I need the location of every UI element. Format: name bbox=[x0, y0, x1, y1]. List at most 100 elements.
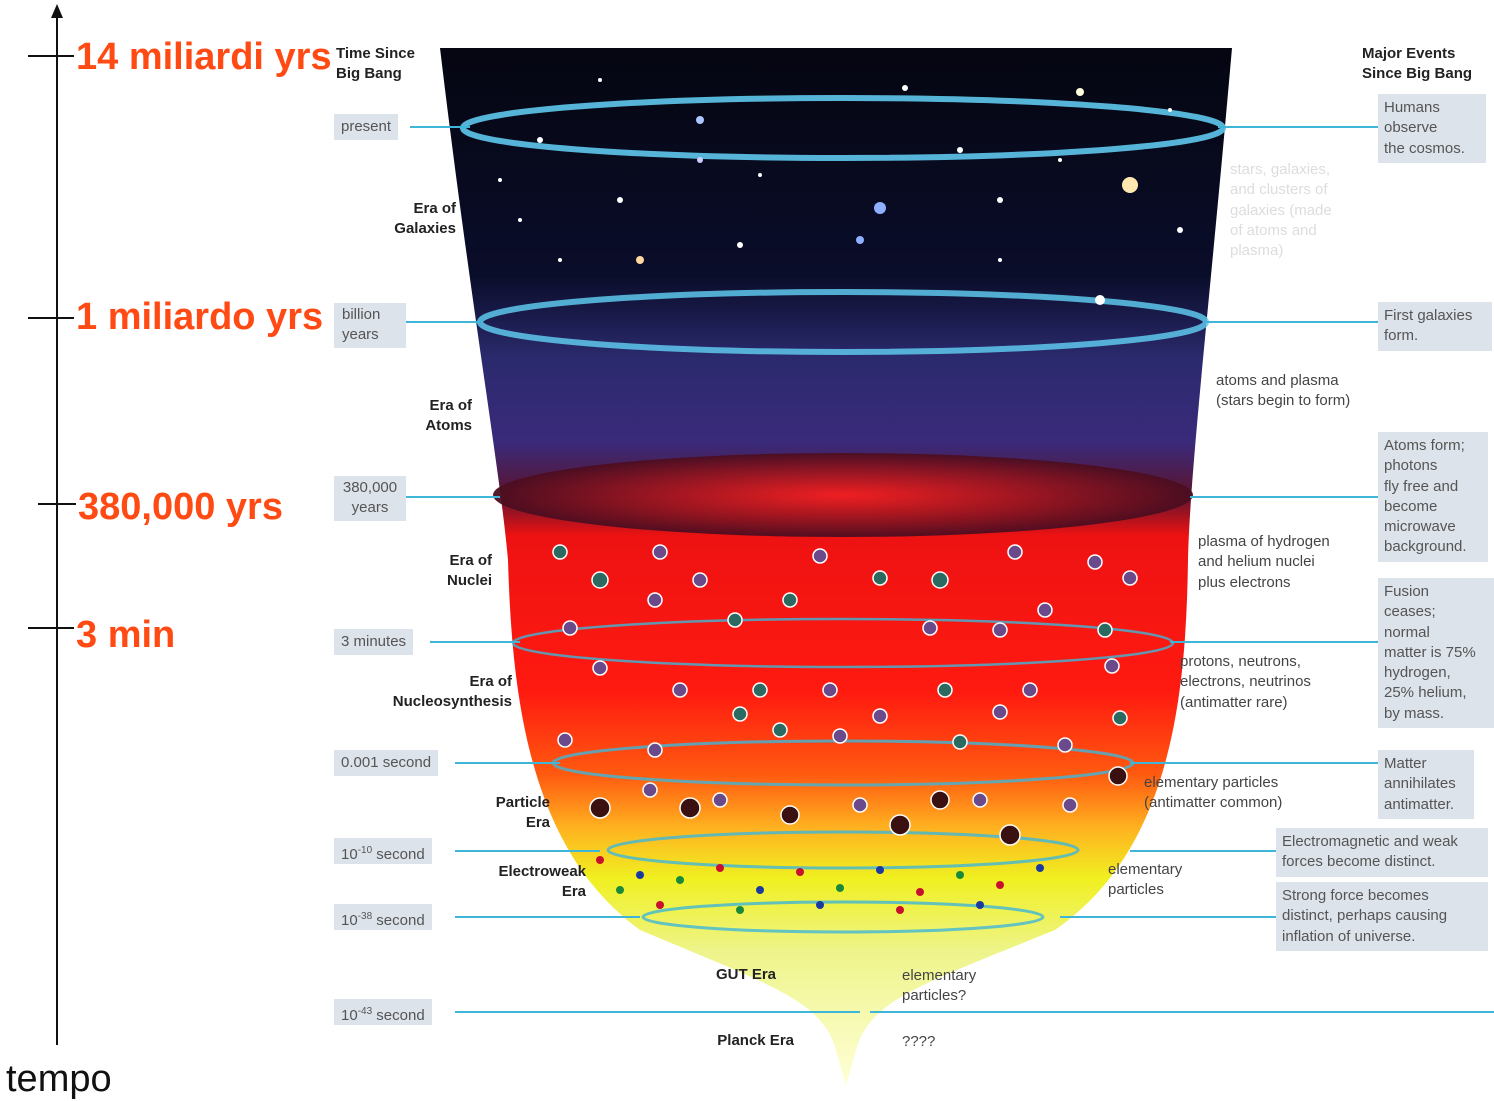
contents-atoms-line2: (stars begin to form) bbox=[1216, 392, 1351, 410]
event-electromagnetic-weak: Electromagnetic and weak forces become d… bbox=[1276, 828, 1488, 877]
event-galaxies-line1: First galaxies bbox=[1384, 307, 1473, 324]
event-em-line1: Electromagnetic and weak bbox=[1282, 833, 1458, 850]
contents-electroweak-line1: elementary bbox=[1108, 861, 1183, 878]
event-fusion-line6: 25% helium, bbox=[1384, 684, 1467, 702]
contents-nuclei-line2: and helium nuclei bbox=[1198, 553, 1315, 571]
time-380000-years: 380,000 years bbox=[334, 476, 406, 521]
era-electroweak-line1: Electroweak bbox=[498, 863, 586, 880]
time-380000-line2: years bbox=[351, 499, 389, 517]
event-atoms-line2: photons bbox=[1384, 457, 1438, 475]
era-atoms-line2: Atoms bbox=[425, 417, 472, 435]
galaxy-stars bbox=[498, 78, 1183, 305]
event-matter-line1: Matter bbox=[1384, 755, 1427, 772]
major-events-header: Major Events Since Big Bang bbox=[1362, 44, 1472, 83]
contents-nucleosynthesis-line3: (antimatter rare) bbox=[1180, 693, 1288, 711]
contents-gut-line2: particles? bbox=[902, 987, 967, 1005]
ring-10-10 bbox=[606, 830, 1080, 870]
event-fusion-line2: ceases; bbox=[1384, 603, 1436, 621]
time-380000-line1: 380,000 bbox=[342, 479, 398, 496]
contents-atoms-line1: atoms and plasma bbox=[1216, 372, 1339, 389]
time-billion-line1: billion bbox=[342, 306, 381, 323]
t10-38-base: 10 bbox=[341, 912, 358, 929]
t10-38-exp: -38 bbox=[357, 911, 373, 922]
contents-particle: elementary particles (antimatter common) bbox=[1144, 773, 1282, 814]
contents-galaxies-line1: stars, galaxies, bbox=[1230, 161, 1331, 178]
event-humans-line2: observe bbox=[1384, 119, 1438, 137]
era-nucleosynthesis-label: Era of Nucleosynthesis bbox=[352, 672, 512, 713]
axis-label-380000: 380,000 yrs bbox=[78, 486, 283, 528]
time-present: present bbox=[334, 114, 399, 140]
event-fusion-ceases: Fusion ceases; normal matter is 75% hydr… bbox=[1378, 578, 1494, 728]
t10-10-unit: second bbox=[372, 846, 425, 863]
event-strong-force: Strong force becomes distinct, perhaps c… bbox=[1276, 882, 1488, 951]
era-electroweak-label: Electroweak Era bbox=[436, 862, 586, 903]
contents-nucleosynthesis-line1: protons, neutrons, bbox=[1180, 653, 1301, 670]
contents-electroweak: elementary particles bbox=[1108, 860, 1182, 901]
event-atoms-form: Atoms form; photons fly free and become … bbox=[1378, 432, 1488, 562]
recombination-surface bbox=[493, 453, 1193, 537]
t10-10-base: 10 bbox=[341, 846, 358, 863]
particle-dots bbox=[552, 544, 1138, 846]
event-fusion-line4: matter is 75% bbox=[1384, 643, 1476, 661]
contents-atoms: atoms and plasma (stars begin to form) bbox=[1216, 371, 1350, 412]
event-humans: Humans observe the cosmos. bbox=[1378, 94, 1486, 163]
era-nuclei-line1: Era of bbox=[449, 552, 492, 569]
event-strong-line3: inflation of universe. bbox=[1282, 927, 1416, 945]
event-strong-line1: Strong force becomes bbox=[1282, 887, 1429, 904]
event-atoms-line6: background. bbox=[1384, 538, 1467, 556]
t10-38-unit: second bbox=[372, 912, 425, 929]
event-galaxies-line2: form. bbox=[1384, 327, 1419, 345]
universe-funnel-shape bbox=[440, 48, 1232, 1086]
time-0001-second: 0.001 second bbox=[334, 750, 439, 776]
event-atoms-line4: become bbox=[1384, 497, 1438, 515]
contents-galaxies-line3: galaxies (made bbox=[1230, 201, 1332, 219]
electroweak-dots bbox=[596, 856, 1044, 914]
axis-arrow-icon bbox=[51, 4, 63, 18]
contents-gut-line1: elementary bbox=[902, 967, 977, 984]
event-matter-line3: antimatter. bbox=[1384, 795, 1455, 813]
event-atoms-line3: fly free and bbox=[1384, 477, 1459, 495]
time-3-minutes: 3 minutes bbox=[334, 629, 414, 655]
time-10-38-second: 10-38 second bbox=[334, 904, 432, 930]
time-billion-line2: years bbox=[342, 326, 379, 344]
major-events-header-line1: Major Events bbox=[1362, 45, 1456, 62]
contents-electroweak-line2: particles bbox=[1108, 881, 1164, 899]
era-gut-label: GUT Era bbox=[715, 966, 776, 983]
era-galaxies-line1: Era of bbox=[413, 200, 456, 217]
contents-nucleosynthesis-line2: electrons, neutrinos bbox=[1180, 673, 1311, 691]
contents-particle-line2: (antimatter common) bbox=[1144, 794, 1283, 812]
era-atoms-line1: Era of bbox=[429, 397, 472, 414]
ring-10-38 bbox=[641, 900, 1045, 934]
era-electroweak-line2: Era bbox=[561, 883, 586, 901]
axis-label-14-miliardi: 14 miliardi yrs bbox=[76, 36, 332, 78]
event-em-line2: forces become distinct. bbox=[1282, 853, 1436, 871]
contents-gut: elementary particles? bbox=[902, 966, 976, 1007]
contents-galaxies: stars, galaxies, and clusters of galaxie… bbox=[1230, 160, 1332, 261]
contents-nuclei-line1: plasma of hydrogen bbox=[1198, 533, 1330, 550]
event-atoms-line1: Atoms form; bbox=[1384, 437, 1465, 454]
event-first-galaxies: First galaxies form. bbox=[1378, 302, 1492, 351]
era-nuclei-label: Era of Nuclei bbox=[392, 551, 492, 592]
era-galaxies-line2: Galaxies bbox=[394, 220, 456, 238]
era-nucleosynthesis-line2: Nucleosynthesis bbox=[392, 693, 512, 711]
era-atoms-label: Era of Atoms bbox=[372, 396, 472, 437]
time-10-10-second: 10-10 second bbox=[334, 838, 432, 864]
major-events-header-line2: Since Big Bang bbox=[1362, 64, 1473, 82]
t10-10-exp: -10 bbox=[357, 845, 373, 856]
event-fusion-line5: hydrogen, bbox=[1384, 664, 1451, 681]
event-humans-line1: Humans bbox=[1384, 99, 1440, 116]
axis-label-3-min: 3 min bbox=[76, 614, 176, 656]
contents-nuclei-line3: plus electrons bbox=[1198, 573, 1291, 591]
time-since-header-line2: Big Bang bbox=[336, 64, 402, 82]
time-10-43-second: 10-43 second bbox=[334, 999, 432, 1025]
era-particle-label: Particle Era bbox=[450, 793, 550, 834]
event-fusion-line7: by mass. bbox=[1384, 704, 1445, 722]
contents-particle-line1: elementary particles bbox=[1144, 774, 1279, 791]
right-connectors bbox=[870, 126, 1494, 1013]
contents-planck: ???? bbox=[902, 1033, 936, 1050]
time-since-header: Time Since Big Bang bbox=[336, 44, 415, 83]
era-galaxies-label: Era of Galaxies bbox=[356, 199, 456, 240]
time-axis bbox=[28, 18, 76, 1045]
contents-nucleosynthesis: protons, neutrons, electrons, neutrinos … bbox=[1180, 652, 1311, 713]
